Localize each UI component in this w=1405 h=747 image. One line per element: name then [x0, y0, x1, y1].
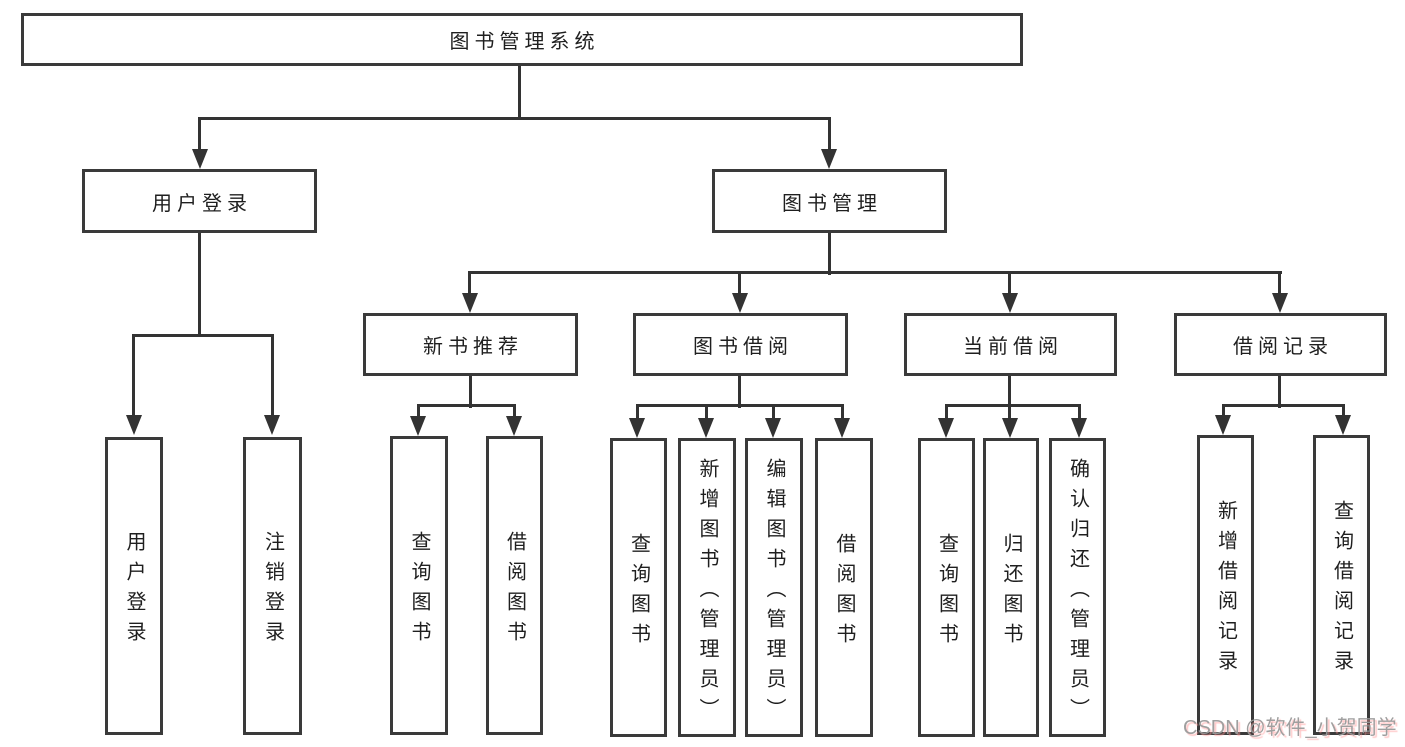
node-borrow-records-label: 借阅记录: [1233, 336, 1333, 358]
arrowhead-nb-query: [410, 416, 426, 436]
connector-drop-book-borrowing: [738, 271, 741, 297]
connector-user-login-hline: [132, 334, 274, 337]
connector-drop-bb-edit: [772, 404, 775, 420]
arrowhead-bb-borrow: [834, 418, 850, 438]
connector-drop-leaf-logout: [271, 334, 274, 417]
connector-drop-br-query: [1342, 404, 1345, 417]
connector-drop-cb-query: [945, 404, 948, 420]
connector-new-book-stub: [469, 376, 472, 408]
leaf-bb-borrow-books-label: 借阅图书: [833, 532, 855, 653]
arrowhead-current-borrowing: [1002, 293, 1018, 313]
arrowhead-cb-confirm: [1071, 418, 1087, 438]
connector-drop-bb-add: [705, 404, 708, 420]
leaf-nb-query-books-label: 查询图书: [408, 530, 430, 651]
connector-book-borrowing-hline: [636, 404, 844, 407]
node-book-borrowing-label: 图书借阅: [693, 336, 793, 358]
arrowhead-nb-borrow: [506, 416, 522, 436]
connector-drop-book-management: [828, 117, 831, 151]
connector-user-login-stub: [198, 233, 201, 337]
node-current-borrowing-label: 当前借阅: [963, 336, 1063, 358]
leaf-bb-add-books-admin-label: 新增图书（管理员）: [696, 457, 718, 728]
arrowhead-bb-edit: [765, 418, 781, 438]
leaf-br-query-record-label: 查询借阅记录: [1330, 500, 1353, 680]
leaf-cb-query-books: 查询图书: [918, 438, 975, 737]
connector-drop-nb-query: [417, 404, 420, 418]
connector-drop-current-borrowing: [1008, 271, 1011, 297]
arrowhead-leaf-logout: [264, 415, 280, 435]
leaf-bb-edit-books-admin-label: 编辑图书（管理员）: [763, 457, 785, 728]
connector-drop-new-book: [468, 271, 471, 297]
node-system-root-label: 图书管理系统: [449, 31, 600, 53]
leaf-bb-borrow-books: 借阅图书: [815, 438, 873, 737]
connector-level1-hline: [199, 117, 831, 120]
arrowhead-user-login: [192, 149, 208, 169]
node-book-management: 图书管理: [712, 169, 947, 233]
node-new-book-recommend-label: 新书推荐: [423, 336, 523, 358]
leaf-br-query-record: 查询借阅记录: [1313, 435, 1370, 735]
connector-current-borrowing-stub: [1008, 376, 1011, 408]
connector-drop-bb-query: [636, 404, 639, 420]
arrowhead-cb-query: [938, 418, 954, 438]
connector-borrow-records-stub: [1278, 376, 1281, 408]
connector-drop-borrow-records: [1278, 271, 1281, 297]
connector-drop-br-add: [1222, 404, 1225, 417]
arrowhead-bb-query: [629, 418, 645, 438]
leaf-cb-return-books-label: 归还图书: [1000, 532, 1022, 653]
leaf-bb-query-books-label: 查询图书: [627, 532, 650, 653]
arrowhead-br-add: [1215, 415, 1231, 435]
arrowhead-book-borrowing: [732, 293, 748, 313]
connector-drop-user-login: [198, 117, 201, 151]
connector-root-stub: [518, 66, 521, 119]
csdn-watermark: CSDN @软件_小贺同学: [1183, 717, 1397, 739]
leaf-br-add-record-label: 新增借阅记录: [1214, 500, 1237, 680]
node-book-management-label: 图书管理: [782, 192, 882, 215]
leaf-cb-query-books-label: 查询图书: [935, 532, 958, 653]
leaf-cb-confirm-return-admin: 确认归还（管理员）: [1049, 438, 1106, 737]
connector-drop-nb-borrow: [513, 404, 516, 418]
node-borrow-records: 借阅记录: [1174, 313, 1387, 376]
connector-current-borrowing-hline: [945, 404, 1081, 407]
connector-borrow-records-hline: [1222, 404, 1345, 407]
arrowhead-new-book: [462, 293, 478, 313]
leaf-br-add-record: 新增借阅记录: [1197, 435, 1254, 735]
arrowhead-borrow-records: [1272, 293, 1288, 313]
leaf-bb-query-books: 查询图书: [610, 438, 667, 737]
leaf-logout: 注销登录: [243, 437, 302, 735]
node-system-root: 图书管理系统: [21, 13, 1023, 66]
connector-drop-cb-return: [1008, 404, 1011, 420]
arrowhead-book-management: [821, 149, 837, 169]
connector-book-borrowing-stub: [738, 376, 741, 408]
leaf-cb-confirm-return-admin-label: 确认归还（管理员）: [1066, 457, 1089, 728]
leaf-logout-label: 注销登录: [261, 531, 284, 651]
connector-book-management-stub: [828, 233, 831, 275]
arrowhead-cb-return: [1002, 418, 1018, 438]
leaf-nb-borrow-books-label: 借阅图书: [503, 530, 526, 651]
leaf-cb-return-books: 归还图书: [983, 438, 1039, 737]
connector-drop-leaf-user-login: [132, 334, 135, 417]
arrowhead-leaf-user-login: [126, 415, 142, 435]
leaf-bb-edit-books-admin: 编辑图书（管理员）: [745, 438, 803, 737]
arrowhead-br-query: [1335, 415, 1351, 435]
node-new-book-recommend: 新书推荐: [363, 313, 578, 376]
connector-drop-bb-borrow: [841, 404, 844, 420]
connector-new-book-hline: [417, 404, 516, 407]
node-user-login-label: 用户登录: [152, 192, 252, 215]
connector-level3-hline: [469, 271, 1282, 274]
leaf-bb-add-books-admin: 新增图书（管理员）: [678, 438, 736, 737]
node-current-borrowing: 当前借阅: [904, 313, 1117, 376]
leaf-nb-query-books: 查询图书: [390, 436, 448, 735]
leaf-nb-borrow-books: 借阅图书: [486, 436, 543, 735]
leaf-user-login: 用户登录: [105, 437, 163, 735]
leaf-user-login-label: 用户登录: [123, 531, 145, 651]
node-user-login: 用户登录: [82, 169, 317, 233]
connector-drop-cb-confirm: [1078, 404, 1081, 420]
node-book-borrowing: 图书借阅: [633, 313, 848, 376]
arrowhead-bb-add: [698, 418, 714, 438]
